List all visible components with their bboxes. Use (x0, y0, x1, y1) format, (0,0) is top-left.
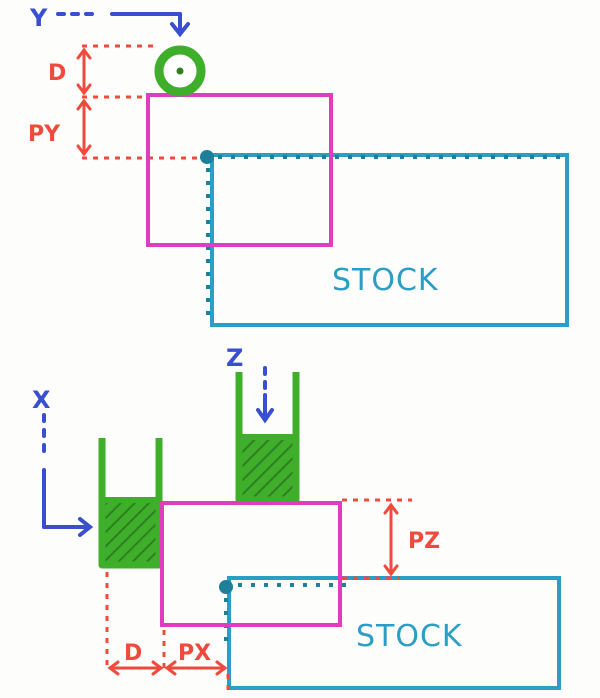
px-dimension-arrow (164, 660, 228, 676)
top-stock-origin-dotted-lines (206, 155, 562, 318)
z-axis-label: Z (226, 344, 243, 372)
side-part-rect (160, 501, 342, 627)
x-axis-label: X (32, 386, 51, 414)
side-d-dimension-label: D (124, 641, 142, 666)
pz-dimension-label: PZ (408, 529, 440, 554)
side-view: X Z STOCK (32, 344, 561, 690)
py-dimension-label: PY (28, 122, 61, 147)
top-tool-circle (154, 45, 206, 97)
side-stock-origin-dotted-lines (224, 583, 355, 645)
y-axis-label: Y (29, 4, 48, 32)
side-d-dimension-arrow (107, 660, 164, 676)
top-dimension-extension-lines (82, 44, 205, 160)
side-stock-origin-dot (219, 580, 233, 594)
py-dimension-arrow (76, 98, 92, 157)
x-axis-arrow (42, 413, 94, 537)
y-axis-arrow (56, 12, 190, 38)
z-axis-arrow (256, 366, 274, 424)
side-stock-label: STOCK (356, 619, 463, 654)
side-dimension-extension-lines (105, 498, 412, 690)
px-dimension-label: PX (178, 641, 211, 666)
side-tool-left (98, 438, 163, 569)
top-stock-origin-dot (200, 150, 214, 164)
side-tool-top (235, 372, 300, 504)
top-d-dimension-arrow (76, 47, 92, 96)
side-stock-rect (227, 576, 561, 690)
top-stock-rect (210, 153, 569, 327)
top-part-rect (146, 93, 333, 247)
top-d-dimension-label: D (48, 61, 66, 86)
top-stock-label: STOCK (332, 263, 439, 298)
top-view: Y D PY STOCK (28, 4, 569, 327)
pz-dimension-arrow (383, 502, 399, 577)
